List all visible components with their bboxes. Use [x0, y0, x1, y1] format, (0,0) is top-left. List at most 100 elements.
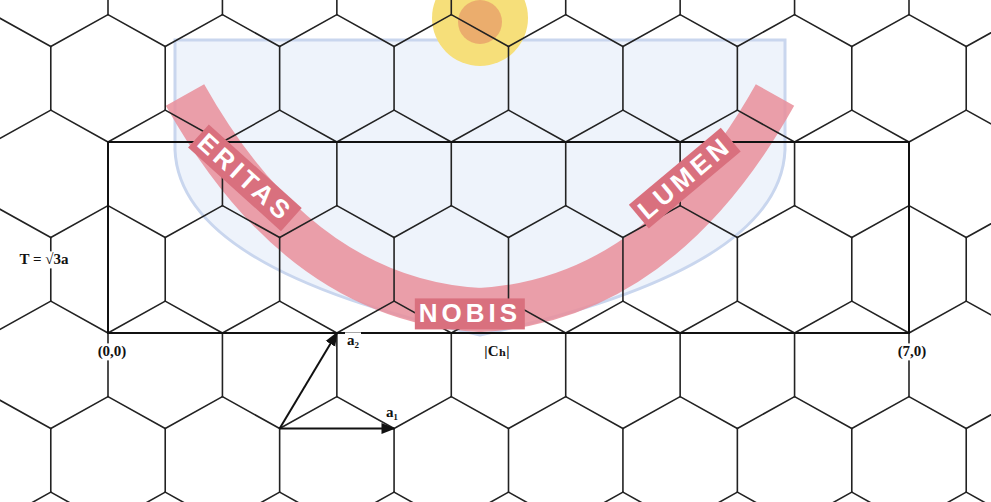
- carbon-bond: [394, 15, 451, 47]
- carbon-bond: [279, 238, 281, 302]
- watermark-shield: [175, 40, 785, 335]
- carbon-bond: [680, 397, 737, 429]
- carbon-bond: [566, 15, 623, 47]
- carbon-bond: [108, 492, 165, 502]
- carbon-bond: [965, 238, 967, 302]
- carbon-bond: [108, 110, 165, 142]
- carbon-bond: [108, 301, 165, 333]
- carbon-bond: [222, 110, 279, 142]
- carbon-bond: [966, 397, 991, 429]
- carbon-bond: [165, 206, 222, 238]
- carbon-bond: [222, 397, 279, 429]
- carbon-bond: [737, 15, 794, 47]
- carbon-bond: [508, 47, 510, 111]
- carbon-bond: [165, 301, 222, 333]
- endpoint-label: (7,0): [896, 343, 929, 360]
- watermark-text: LUMEN: [629, 127, 741, 228]
- carbon-bond: [679, 333, 681, 397]
- carbon-bond: [164, 429, 166, 493]
- vector-label: a₁: [384, 404, 400, 421]
- carbon-bond: [279, 429, 281, 493]
- carbon-bond: [852, 397, 909, 429]
- carbon-bond: [451, 110, 508, 142]
- carbon-bond: [737, 429, 739, 493]
- carbon-bond: [50, 47, 52, 111]
- carbon-bond: [450, 0, 452, 15]
- carbon-bond: [622, 238, 624, 302]
- carbon-bond: [851, 238, 853, 302]
- carbon-bond: [508, 238, 510, 302]
- carbon-bond: [0, 110, 51, 142]
- carbon-bond: [337, 206, 394, 238]
- carbon-bond: [852, 110, 909, 142]
- carbon-bond: [622, 429, 624, 493]
- watermark-crest: [175, 0, 785, 335]
- carbon-bond: [909, 206, 966, 238]
- carbon-bond: [566, 397, 623, 429]
- watermark-ribbon: [185, 95, 775, 310]
- carbon-bond: [165, 15, 222, 47]
- carbon-bond: [737, 110, 794, 142]
- carbon-bond: [451, 15, 508, 47]
- watermark-text: NOBIS: [415, 298, 525, 329]
- carbon-bond: [966, 301, 991, 333]
- carbon-bond: [565, 0, 567, 15]
- carbon-bond: [509, 397, 566, 429]
- carbon-bond: [51, 15, 108, 47]
- carbon-bond: [450, 142, 452, 206]
- carbon-bond: [0, 397, 51, 429]
- carbon-bond: [164, 238, 166, 302]
- carbon-bond: [852, 15, 909, 47]
- carbon-bond: [566, 301, 623, 333]
- carbon-bond: [393, 238, 395, 302]
- carbon-bond: [108, 206, 165, 238]
- carbon-bond: [795, 301, 852, 333]
- carbon-bond: [336, 333, 338, 397]
- carbon-bond: [679, 0, 681, 15]
- watermark-seal: [432, 0, 528, 66]
- carbon-bond: [737, 301, 794, 333]
- carbon-bond: [50, 238, 52, 302]
- carbon-bond: [394, 397, 451, 429]
- carbon-bond: [966, 492, 991, 502]
- carbon-bond: [509, 206, 566, 238]
- carbon-bond: [0, 206, 51, 238]
- carbon-bond: [794, 333, 796, 397]
- carbon-bond: [50, 429, 52, 493]
- carbon-bond: [51, 110, 108, 142]
- carbon-bond: [451, 492, 508, 502]
- carbon-bond: [108, 15, 165, 47]
- carbon-bond: [623, 301, 680, 333]
- carbon-bond: [680, 15, 737, 47]
- carbon-bond: [565, 333, 567, 397]
- carbon-bond: [0, 15, 51, 47]
- carbon-bond: [566, 206, 623, 238]
- carbon-bond: [909, 15, 966, 47]
- carbon-bond: [509, 492, 566, 502]
- carbon-bond: [336, 0, 338, 15]
- carbon-bond: [450, 333, 452, 397]
- carbon-bond: [622, 47, 624, 111]
- chiral-length-label: |Cₕ|: [482, 343, 511, 360]
- carbon-bond: [279, 47, 281, 111]
- carbon-bond: [623, 15, 680, 47]
- carbon-bond: [680, 301, 737, 333]
- carbon-bond: [280, 110, 337, 142]
- carbon-bond: [852, 206, 909, 238]
- carbon-bond: [393, 429, 395, 493]
- carbon-bond: [337, 301, 394, 333]
- carbon-bond: [966, 15, 991, 47]
- vector-label: a₂: [345, 332, 361, 349]
- carbon-bond: [51, 206, 108, 238]
- carbon-bond: [852, 492, 909, 502]
- carbon-bond: [795, 492, 852, 502]
- lattice-vector: [280, 428, 394, 430]
- carbon-bond: [51, 397, 108, 429]
- carbon-bond: [737, 397, 794, 429]
- carbon-bond: [623, 492, 680, 502]
- carbon-bond: [107, 0, 109, 15]
- carbon-bond: [737, 492, 794, 502]
- carbon-bond: [393, 47, 395, 111]
- carbon-bond: [337, 15, 394, 47]
- carbon-bond: [851, 47, 853, 111]
